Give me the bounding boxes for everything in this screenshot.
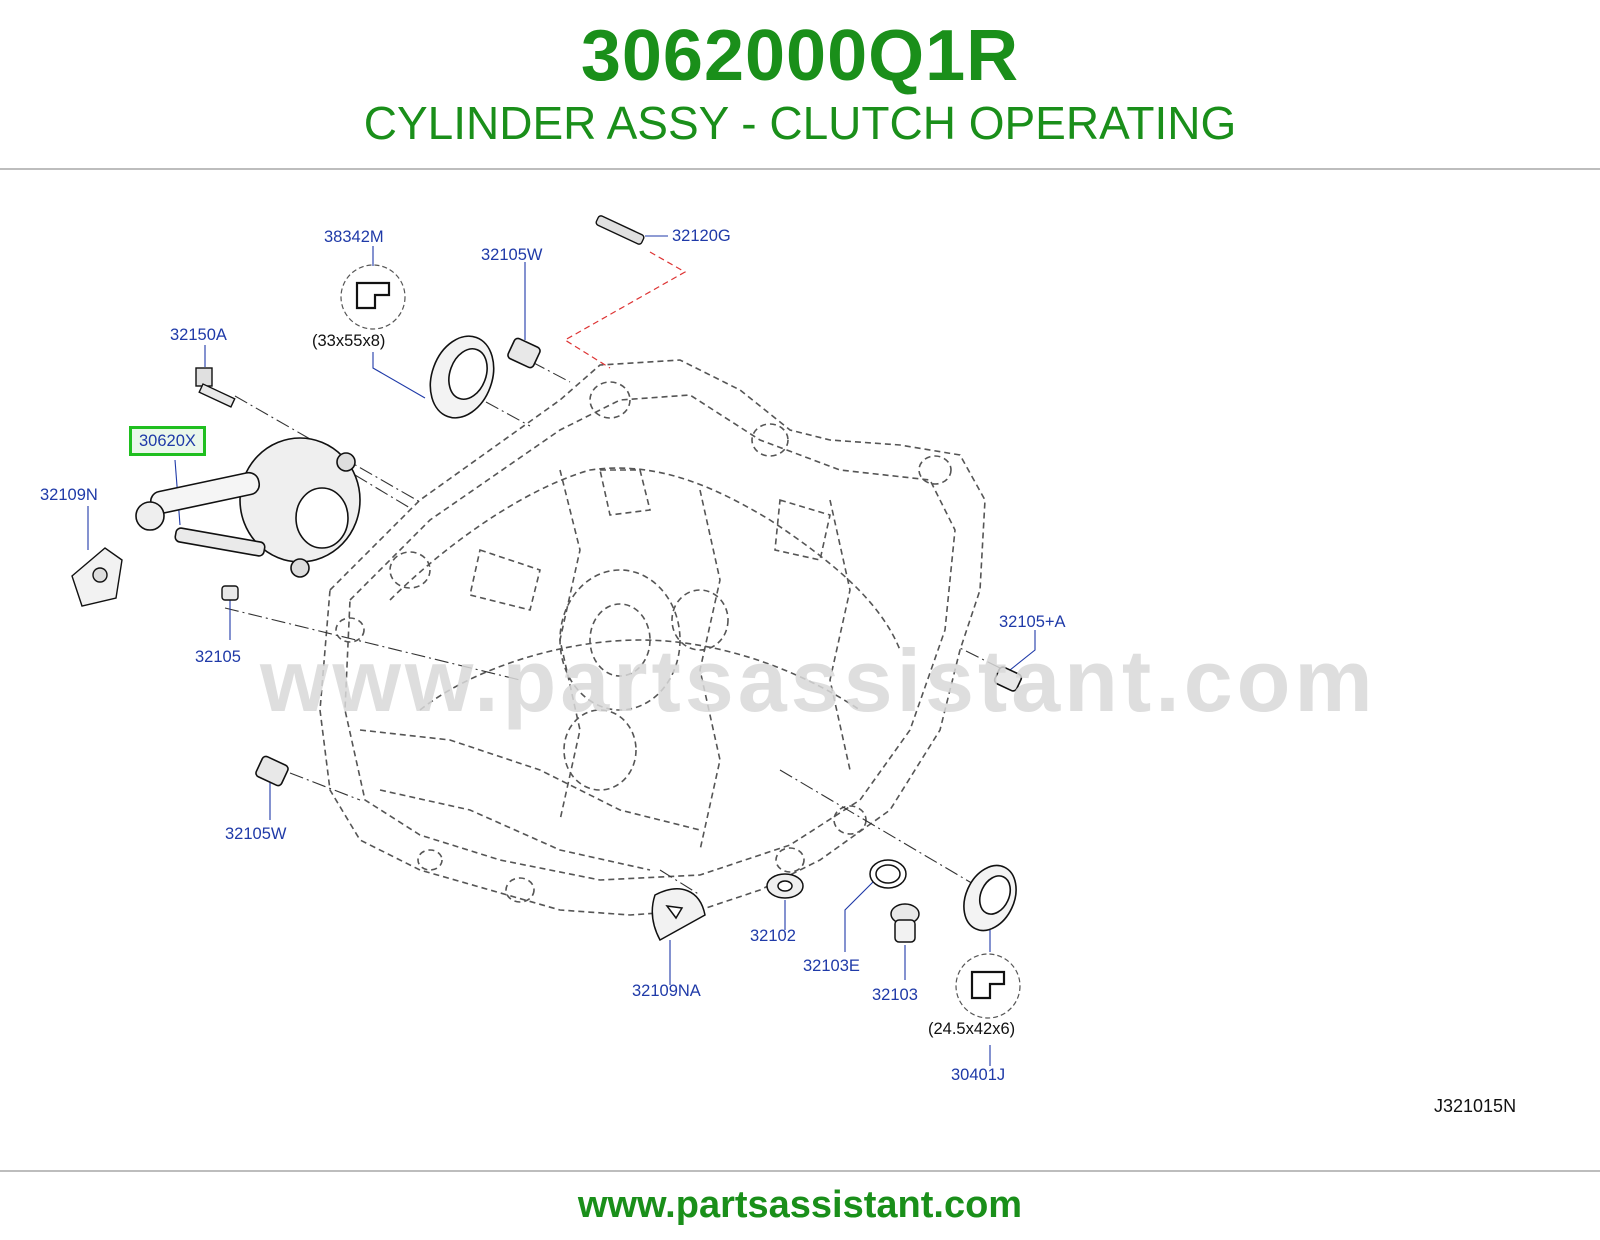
stud-bolt [595,215,645,245]
seal-detail-bottom [955,953,1021,1019]
label-32105W-bottom[interactable]: 32105W [225,825,287,843]
gasket-ring [869,859,907,889]
exploded-parts-diagram: www.partsassistant.com 38342M (33x55x8) … [0,170,1600,1170]
dowel-pin-bottom [255,755,289,787]
label-32103E[interactable]: 32103E [803,957,860,975]
header-divider [0,168,1600,170]
diagram-drawing [71,215,1036,1066]
label-38342M[interactable]: 38342M [324,228,384,246]
label-32105A[interactable]: 32105+A [999,613,1066,631]
diagram-reference-code: J321015N [1434,1096,1517,1116]
cover-plate [651,888,706,942]
oil-seal-bottom [963,864,1017,932]
label-30401J[interactable]: 30401J [951,1066,1006,1084]
footer-website-link[interactable]: www.partsassistant.com [577,1184,1023,1226]
assembly-center-lines [224,361,1001,896]
washer [766,873,804,899]
drain-plug [890,903,920,943]
flange-bolt [195,367,236,408]
transmission-housing-outline [319,359,986,916]
dimension-seal-top: (33x55x8) [312,332,386,350]
clutch-operating-cylinder [135,437,361,578]
watermark: www.partsassistant.com [260,631,1377,730]
label-32120G[interactable]: 32120G [672,227,731,245]
dowel-pin-small [221,585,239,601]
oil-seal-top [429,335,495,419]
dowel-pin-right [993,666,1023,692]
part-number-heading: 3062000Q1R [580,16,1020,96]
label-32105[interactable]: 32105 [195,648,241,666]
footer-divider [0,1170,1600,1172]
label-32109N[interactable]: 32109N [40,486,98,504]
page-header: 3062000Q1R CYLINDER ASSY - CLUTCH OPERAT… [0,0,1600,168]
label-32105W-top[interactable]: 32105W [481,246,543,264]
seal-detail-top [340,264,406,330]
label-32150A[interactable]: 32150A [170,326,227,344]
label-32102[interactable]: 32102 [750,927,796,945]
stud-install-path [563,251,687,369]
dimension-seal-bottom: (24.5x42x6) [928,1020,1016,1038]
dust-cover [71,547,123,607]
label-32103[interactable]: 32103 [872,986,918,1004]
label-32109NA[interactable]: 32109NA [632,982,701,1000]
highlighted-part-30620X[interactable]: 30620X [129,426,206,456]
label-leader-lines [87,235,1036,1066]
dowel-pin-top [507,337,541,369]
part-title-heading: CYLINDER ASSY - CLUTCH OPERATING [363,97,1237,149]
